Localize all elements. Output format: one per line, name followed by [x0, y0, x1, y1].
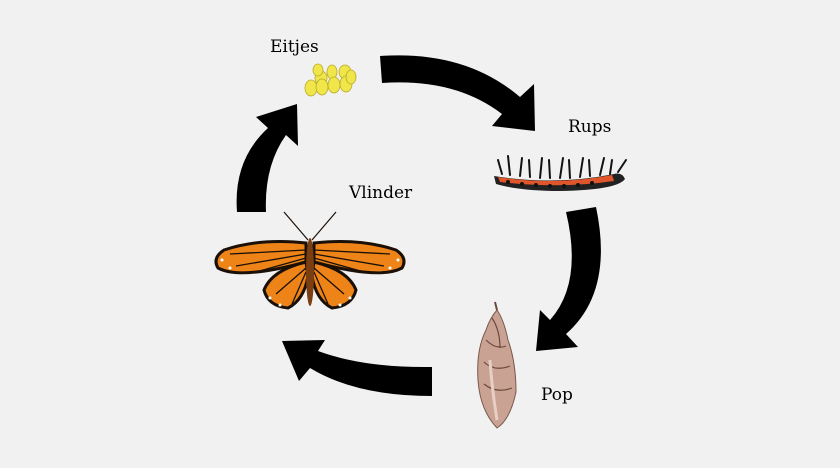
label-butterfly: Vlinder — [349, 183, 413, 203]
label-eggs: Eitjes — [270, 37, 319, 57]
arrow-butterfly-to-eggs — [236, 104, 298, 212]
arrow-caterpillar-to-pupa — [536, 207, 601, 351]
label-pupa: Pop — [541, 385, 573, 405]
arrow-eggs-to-caterpillar — [380, 55, 535, 131]
label-caterpillar: Rups — [568, 117, 612, 137]
caterpillar-icon — [494, 155, 627, 191]
arrow-pupa-to-butterfly — [282, 340, 432, 396]
butterfly-icon — [214, 211, 406, 310]
eggs-icon — [304, 63, 357, 97]
pupa-icon — [477, 301, 517, 429]
